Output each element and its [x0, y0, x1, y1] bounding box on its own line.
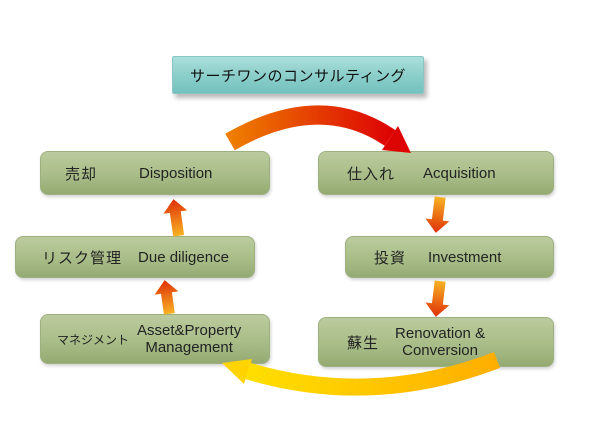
node-disposition: 売却 Disposition — [40, 151, 270, 195]
node-acquisition: 仕入れ Acquisition — [318, 151, 554, 195]
node-disposition-en-label: Disposition — [139, 164, 213, 182]
node-management: マネジメント Asset&Property Management — [40, 314, 270, 364]
node-due-diligence-en-label: Due diligence — [138, 248, 229, 266]
node-due-diligence-jp-label: リスク管理 — [42, 249, 123, 267]
node-disposition-jp-label: 売却 — [65, 165, 98, 183]
node-acquisition-en-label: Acquisition — [423, 164, 496, 182]
node-investment: 投資 Investment — [345, 236, 554, 278]
arrow-disposition-to-acquisition-body — [225, 105, 396, 151]
node-renovation: 蘇生 Renovation & Conversion — [318, 317, 554, 367]
node-management-en-line1: Asset&Property — [137, 321, 242, 339]
arrow-management-to-due-diligence — [154, 280, 179, 315]
node-renovation-en-line1: Renovation & — [395, 324, 486, 342]
arrow-disposition-to-acquisition-head — [382, 126, 411, 153]
node-renovation-en-label: Renovation & Conversion — [395, 325, 485, 360]
arrow-investment-to-renovation — [425, 280, 450, 317]
node-renovation-en-line2: Conversion — [402, 342, 478, 359]
node-investment-jp-label: 投資 — [374, 249, 407, 267]
node-management-en-line2: Management — [145, 339, 233, 356]
arrow-acquisition-to-investment — [425, 196, 450, 233]
node-acquisition-jp-label: 仕入れ — [347, 165, 396, 183]
diagram-title-label: サーチワンのコンサルティング — [189, 67, 407, 85]
node-due-diligence: リスク管理 Due diligence — [15, 236, 255, 278]
arrow-disposition-to-acquisition — [225, 105, 411, 153]
arrow-due-diligence-to-disposition — [163, 199, 188, 237]
node-investment-en-label: Investment — [428, 248, 502, 266]
node-management-en-label: Asset&Property Management — [137, 322, 241, 357]
node-management-jp-label: マネジメント — [57, 332, 130, 347]
diagram-title: サーチワンのコンサルティング — [172, 56, 424, 94]
node-renovation-jp-label: 蘇生 — [347, 334, 380, 352]
